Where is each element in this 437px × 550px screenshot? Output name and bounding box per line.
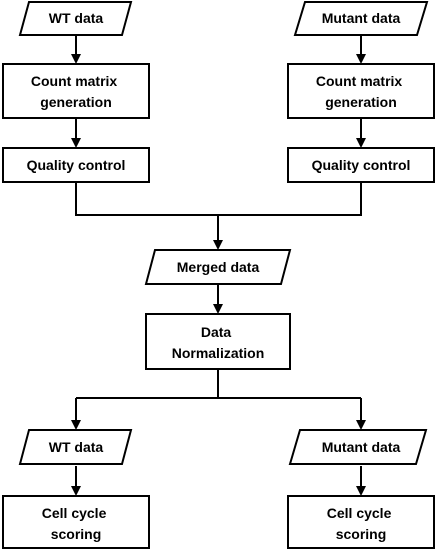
svg-text:Data Normalization: Data Normalization [172, 324, 265, 361]
node-label-line-2: generation [325, 94, 397, 110]
node-label: Mutant data [322, 10, 401, 26]
node-quality-control-right: Quality control [287, 147, 435, 183]
node-label-line-2: scoring [336, 526, 387, 542]
node-label-line-1: Cell cycle [42, 505, 107, 521]
node-cell-cycle-left: Cell cycle scoring [2, 495, 150, 549]
connectors [71, 35, 366, 496]
node-merged-data: Merged data [144, 249, 292, 285]
node-mutant-data-top: Mutant data [293, 1, 429, 36]
node-label-line-2: generation [40, 94, 112, 110]
node-label: Merged data [177, 259, 260, 275]
node-label: Mutant data [322, 439, 401, 455]
node-label-line-1: Count matrix [31, 73, 118, 89]
node-label: Quality control [312, 157, 411, 173]
node-label-line-1: Data [201, 324, 232, 340]
node-label-line-2: scoring [51, 526, 102, 542]
node-mutant-data-bottom: Mutant data [288, 429, 428, 465]
merge-bracket [75, 182, 362, 216]
svg-text:Cell cycle scoring: Cell cycle scoring [327, 505, 396, 542]
node-count-matrix-right: Count matrix generation [287, 63, 435, 119]
node-label-line-1: Cell cycle [327, 505, 392, 521]
svg-text:Count matrix generation: Count matrix generation [31, 73, 121, 110]
node-quality-control-left: Quality control [2, 147, 150, 183]
svg-text:Count matrix generation: Count matrix generation [316, 73, 406, 110]
node-label-line-2: Normalization [172, 345, 265, 361]
node-cell-cycle-right: Cell cycle scoring [287, 495, 435, 549]
node-wt-data-bottom: WT data [18, 429, 133, 465]
node-count-matrix-left: Count matrix generation [2, 63, 150, 119]
svg-text:Cell cycle scoring: Cell cycle scoring [42, 505, 111, 542]
node-label-line-1: Count matrix [316, 73, 403, 89]
node-label: WT data [49, 10, 104, 26]
node-label: WT data [49, 439, 104, 455]
node-wt-data-top: WT data [18, 1, 133, 36]
node-data-normalization: Data Normalization [145, 313, 291, 370]
node-label: Quality control [27, 157, 126, 173]
